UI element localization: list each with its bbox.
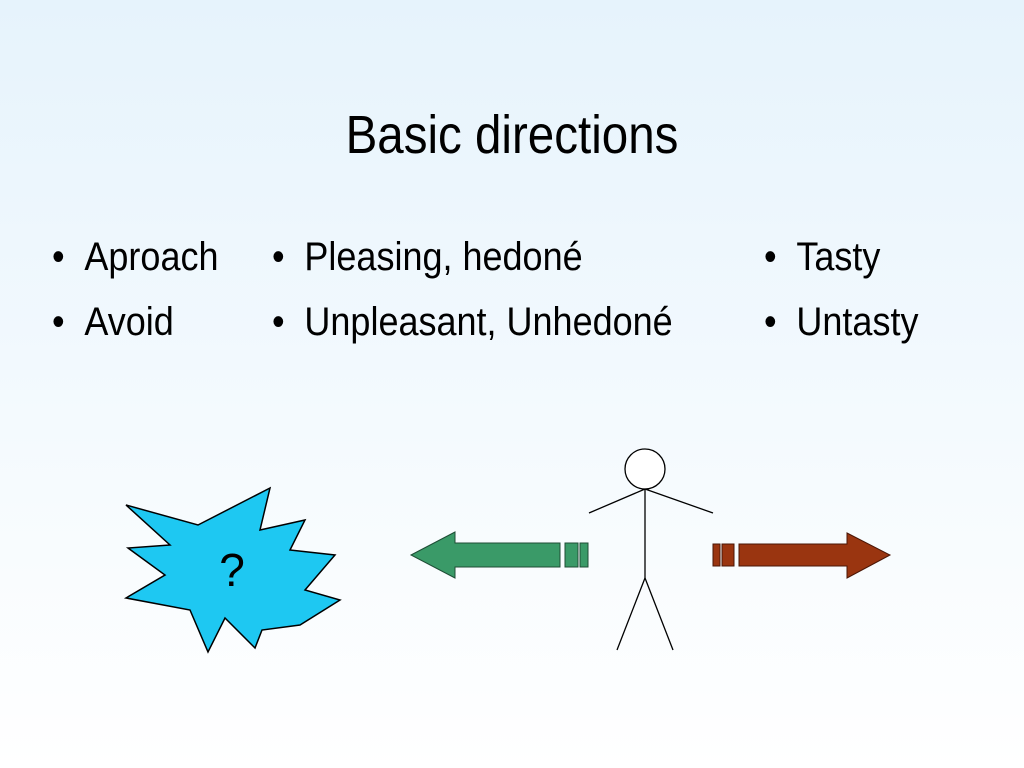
striped-right-arrow-icon: [712, 532, 892, 579]
bullet-item: • Tasty: [764, 233, 918, 281]
explosion-starburst-icon: ?: [123, 486, 342, 654]
bullet-item-label: Tasty: [796, 235, 881, 279]
bullet-item: • Pleasing, hedoné: [272, 233, 673, 281]
bullet-item: • Unpleasant, Unhedoné: [272, 298, 673, 346]
bullet-item: • Untasty: [764, 298, 918, 346]
bullet-glyph: •: [764, 235, 777, 279]
bullet-glyph: •: [272, 235, 285, 279]
bullet-item-label: Aproach: [84, 235, 219, 279]
bullet-glyph: •: [52, 300, 65, 344]
bullet-item-label: Untasty: [796, 300, 919, 344]
bullet-item-label: Avoid: [84, 300, 174, 344]
bullet-glyph: •: [272, 300, 285, 344]
question-mark-label: ?: [219, 544, 245, 596]
stick-figure-icon: [588, 448, 714, 651]
bullet-item: • Aproach: [52, 233, 218, 281]
bullet-glyph: •: [52, 235, 65, 279]
slide-title: Basic directions: [345, 105, 679, 165]
striped-left-arrow-icon: [409, 531, 589, 579]
bullet-item: • Avoid: [52, 298, 218, 346]
bullet-column-taste: • Tasty • Untasty: [764, 233, 936, 363]
bullet-column-behavior: • Aproach • Avoid: [52, 233, 237, 363]
bullet-item-label: Unpleasant, Unhedoné: [304, 300, 673, 344]
bullet-glyph: •: [764, 300, 777, 344]
bullet-column-feeling: • Pleasing, hedoné • Unpleasant, Unhedon…: [272, 233, 717, 363]
bullet-item-label: Pleasing, hedoné: [304, 235, 583, 279]
